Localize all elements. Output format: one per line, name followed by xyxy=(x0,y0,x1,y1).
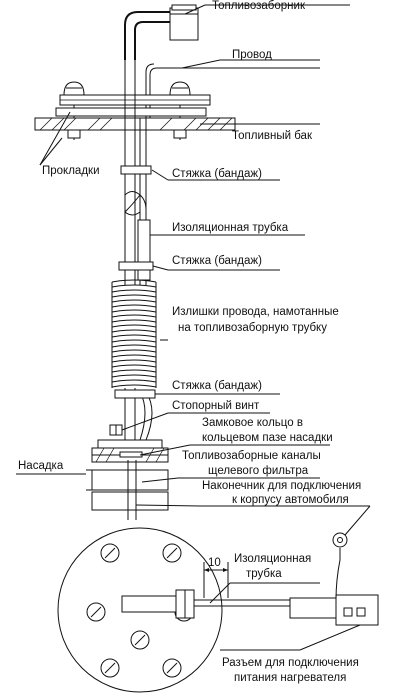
label-insulating-tube: Изоляционная трубка xyxy=(172,222,289,234)
coil-turn xyxy=(111,364,157,368)
wire-coil xyxy=(111,279,157,388)
label-wire: Провод xyxy=(232,49,272,61)
label-gaskets: Прокладки xyxy=(42,165,100,177)
label-dimension-10: 10 xyxy=(208,557,221,569)
coil-turn xyxy=(111,289,157,293)
coil-turn xyxy=(111,329,157,333)
label-tie-3: Стяжка (бандаж) xyxy=(172,380,262,392)
coil-turn xyxy=(111,279,157,283)
bolt-hole-mark xyxy=(104,547,116,559)
plan-view xyxy=(57,527,379,693)
labels: Топливозаборник Провод Топливный бак Про… xyxy=(18,0,361,684)
label-lock-ring-line2: кольцевом пазе насадки xyxy=(202,432,333,444)
bolt-hole xyxy=(130,630,150,650)
label-terminal-line1: Наконечник для подключения xyxy=(202,480,361,492)
bolt-hole xyxy=(100,658,120,678)
coil-turn xyxy=(111,339,157,343)
bolt-hole-mark xyxy=(104,662,116,674)
coil-turn xyxy=(111,344,157,348)
fuel-intake-pipe xyxy=(124,4,199,60)
label-connector-line1: Разъем для подключения xyxy=(222,657,359,669)
coil-turn xyxy=(111,334,157,338)
bolt-hole-mark xyxy=(134,634,146,646)
label-tube2-line1: Изоляционная xyxy=(234,553,311,565)
coil-turn xyxy=(111,359,157,363)
label-channels-line2: щелевого фильтра xyxy=(208,465,309,477)
coil-turn xyxy=(111,384,157,388)
coil-turn xyxy=(111,284,157,288)
bolt-hole xyxy=(162,543,182,563)
coil-turn xyxy=(111,309,157,313)
coil-turn xyxy=(111,324,157,328)
label-excess-wire-line1: Излишки провода, намотанные xyxy=(172,306,339,318)
coil-turn xyxy=(111,374,157,378)
coil-turn xyxy=(111,304,157,308)
bolt-hole xyxy=(86,602,106,622)
coil-turn xyxy=(111,299,157,303)
coil-turn xyxy=(111,369,157,373)
bolt-hole-mark xyxy=(166,662,178,674)
wire xyxy=(145,63,320,118)
bolt-hole-mark xyxy=(90,606,102,618)
insulating-tube xyxy=(137,219,151,281)
label-lock-ring-line1: Замковое кольцо в xyxy=(202,417,303,429)
label-tube2-line2: трубка xyxy=(246,568,282,580)
label-tie-1: Стяжка (бандаж) xyxy=(172,168,262,180)
coil-turn xyxy=(111,349,157,353)
label-fuel-tank: Топливный бак xyxy=(232,130,313,142)
tie-2 xyxy=(118,261,154,271)
coil-turn xyxy=(111,294,157,298)
label-tie-2: Стяжка (бандаж) xyxy=(172,255,262,267)
bolt-hole xyxy=(100,543,120,563)
coil-turn xyxy=(111,379,157,383)
coil-turn xyxy=(111,354,157,358)
label-excess-wire-line2: на топливозаборную трубку xyxy=(178,322,327,334)
label-nozzle: Насадка xyxy=(18,460,64,472)
nozzle-assembly xyxy=(86,439,169,520)
label-fuel-intake: Топливозаборник xyxy=(212,0,306,12)
tie-1 xyxy=(120,165,152,175)
label-stop-screw: Стопорный винт xyxy=(172,400,260,412)
label-channels-line1: Топливозаборные каналы xyxy=(182,450,321,462)
bolt-hole-mark xyxy=(166,547,178,559)
leader-lines xyxy=(16,4,371,651)
coil-turn xyxy=(111,314,157,318)
label-terminal-line2: к корпусу автомобиля xyxy=(232,494,349,506)
bolt-hole xyxy=(162,658,182,678)
coil-turn xyxy=(111,319,157,323)
lower-pipe xyxy=(109,388,156,441)
label-connector-line2: питания нагревателя xyxy=(234,672,346,684)
